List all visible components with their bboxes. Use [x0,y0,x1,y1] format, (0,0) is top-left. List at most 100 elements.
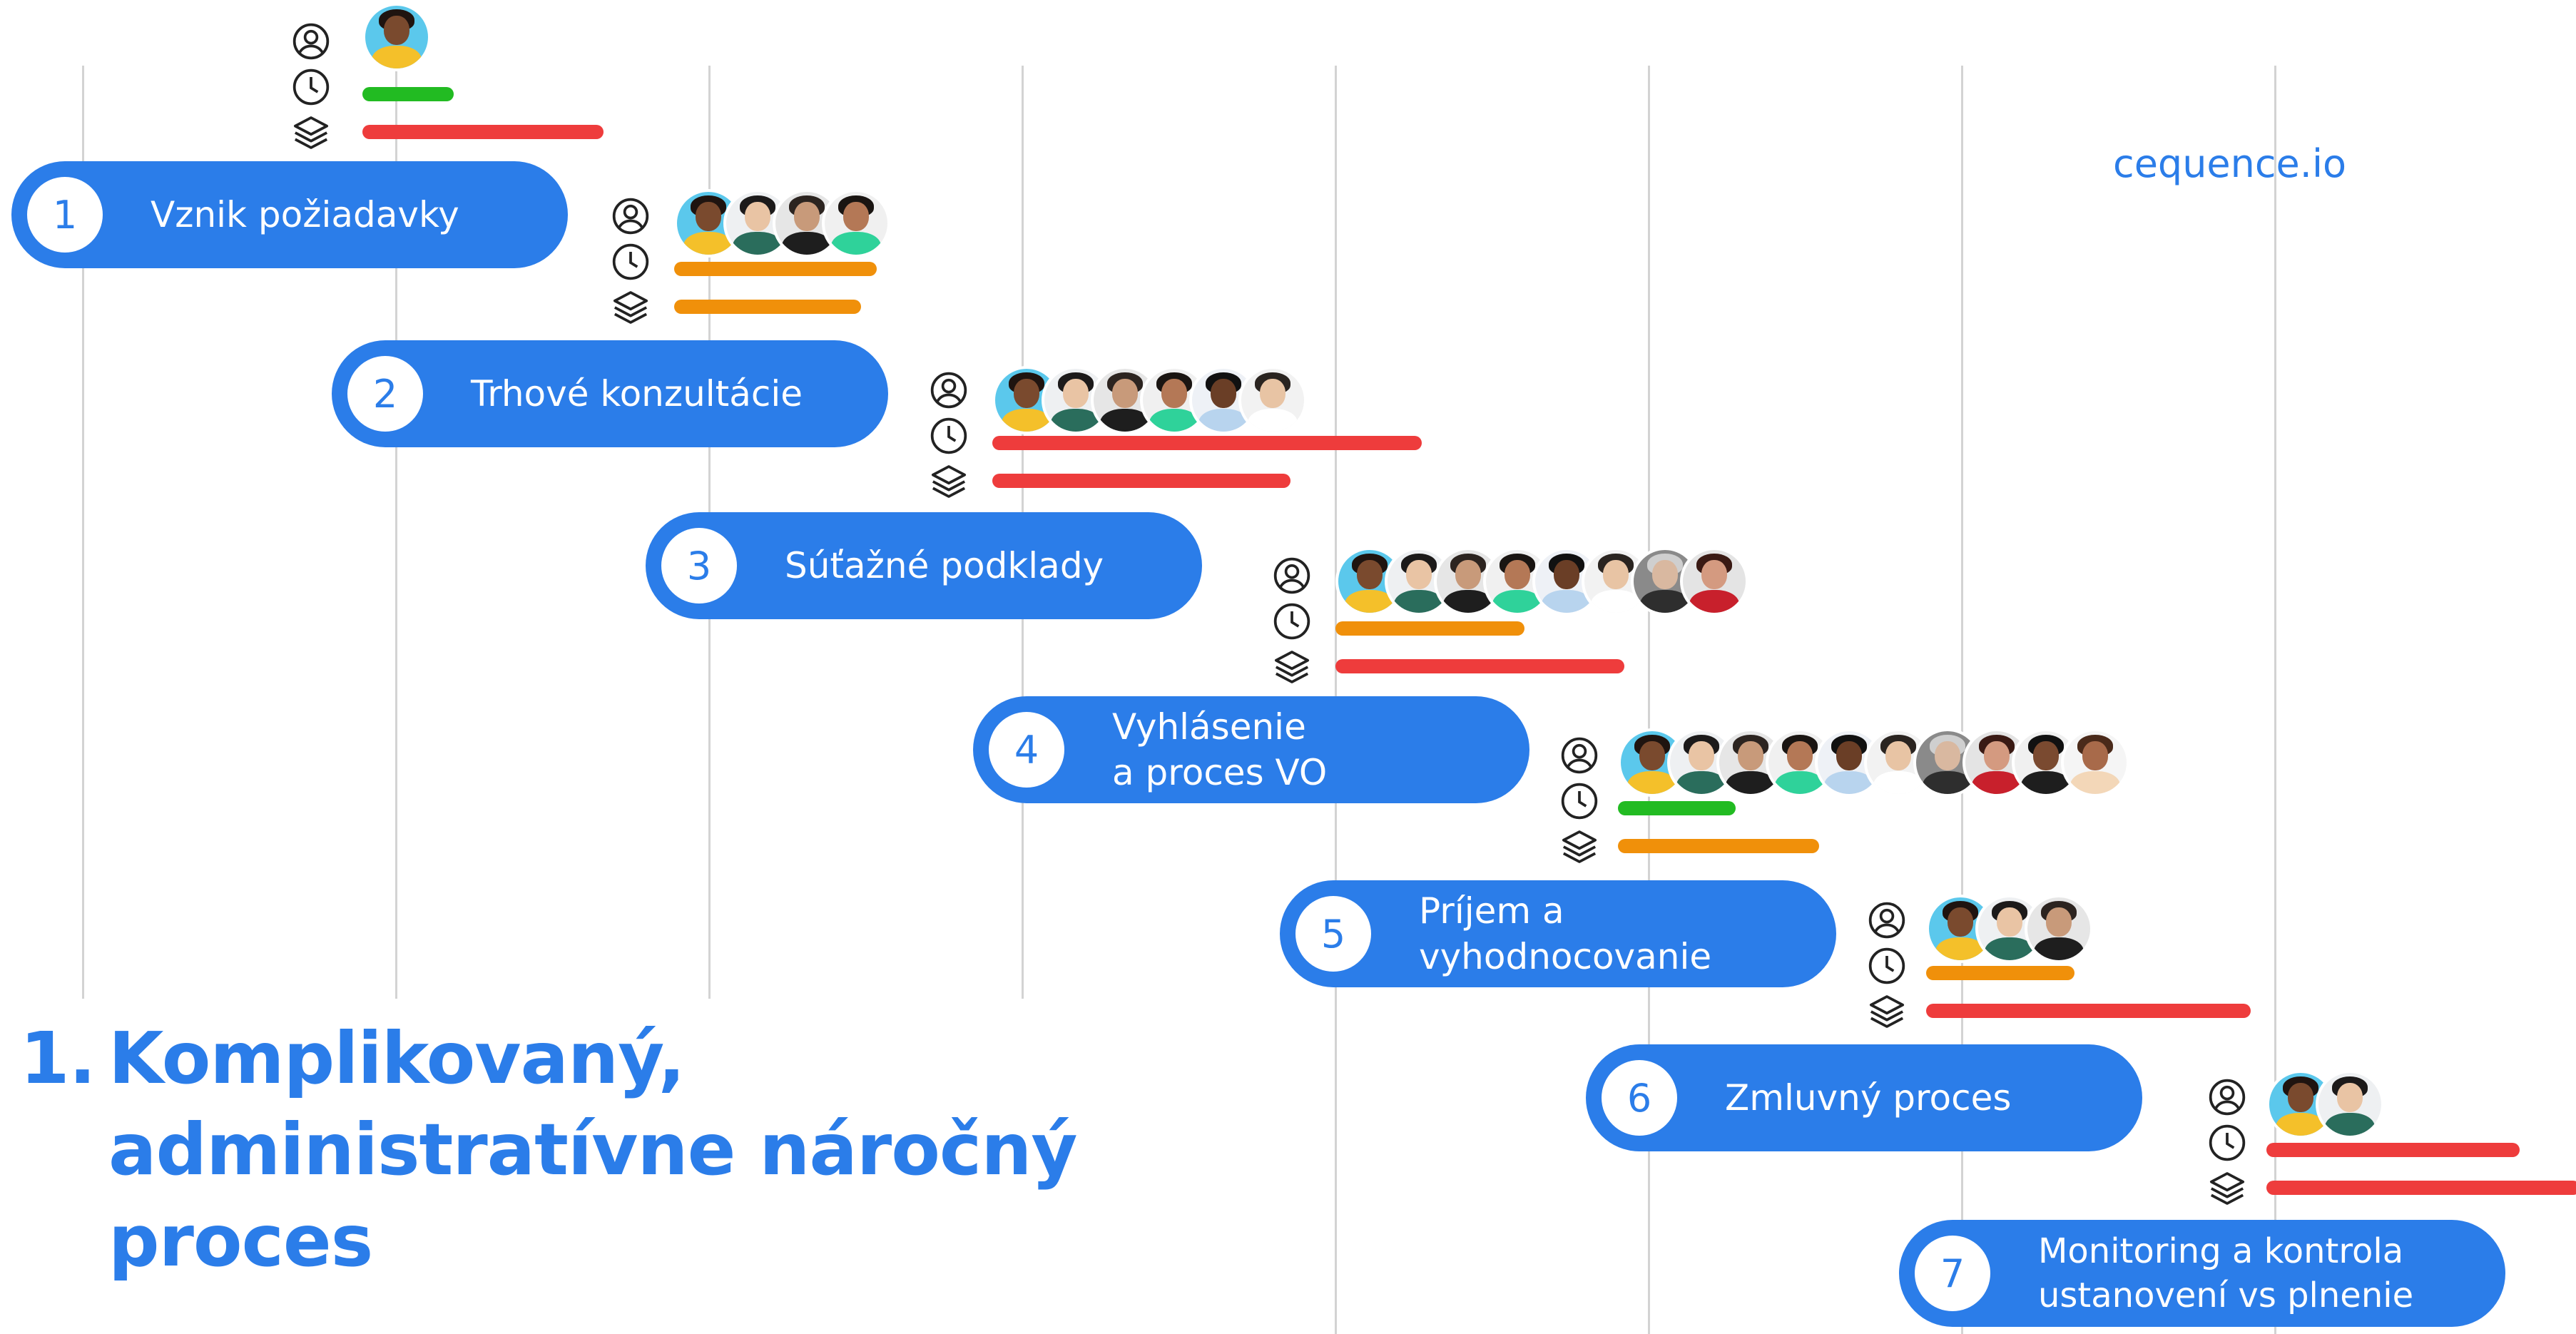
layers-icon-svg [613,291,648,324]
clock-icon-svg [292,68,330,106]
avatar-face [1260,379,1286,408]
avatar-face [1885,741,1911,770]
clock-icon [1559,781,1599,821]
gridline [1961,66,1963,1334]
avatar-shirt [1247,409,1298,432]
avatar-face [1935,741,1960,770]
avatar [2061,728,2129,797]
layers-icon [1272,647,1312,687]
avatar-face [2288,1083,2313,1112]
step-number-badge: 6 [1602,1060,1677,1136]
clock-icon-svg [930,417,967,454]
step-pill-2: 2 Trhové konzultácie [332,340,888,447]
effort-bar [1335,659,1624,673]
avatar-face [1063,379,1089,408]
avatar [2316,1070,2384,1139]
person-icon [1272,556,1312,596]
avatar-face [1603,560,1629,589]
step-label: Súťažné podklady [785,545,1104,586]
avatar-face [1984,741,2010,770]
step-label: Vyhlásenie a proces VO [1112,706,1328,793]
step-number-badge: 5 [1295,896,1371,972]
clock-icon-svg [1868,947,1905,984]
step-pill-1: 1 Vznik požiadavky [11,161,568,268]
avatar-shirt [2324,1113,2376,1136]
avatar-face [1787,741,1813,770]
clock-icon-svg [2209,1124,2246,1161]
avatar-face [1836,741,1862,770]
gridline [1648,66,1650,1334]
avatar-face [1738,741,1763,770]
title-number: 1. [20,1017,96,1100]
avatar-face [1211,379,1236,408]
clock-icon [929,416,969,456]
time-bar [362,87,454,101]
layers-icon-svg [1869,995,1905,1028]
avatar-face [1997,907,2022,937]
brand-logo-text[interactable]: cequence.io [2113,141,2346,186]
layers-icon-svg [2209,1172,2245,1205]
avatar-face [1948,907,1973,937]
gridline [2274,66,2276,1334]
avatar-face [794,202,820,231]
person-icon [2207,1077,2247,1117]
person-icon [929,370,969,410]
clock-icon [291,67,331,107]
avatar [362,3,431,71]
avatar-face [1701,560,1727,589]
avatar [1680,547,1748,616]
step-pill-4: 4 Vyhlásenie a proces VO [973,696,1529,803]
avatar-face [1406,560,1432,589]
avatar-face [1505,560,1530,589]
step-number-badge: 1 [27,177,103,253]
avatar-face [843,202,869,231]
avatar-face [2337,1083,2363,1112]
time-bar [1618,801,1736,815]
person-icon-svg [930,372,967,409]
avatar-face [696,202,721,231]
avatar-shirt [2033,937,2084,960]
step-number-badge: 7 [1915,1236,1990,1311]
avatar-face [2046,907,2072,937]
clock-icon [611,242,651,282]
avatar-shirt [1689,590,1740,613]
step-pill-5: 5 Príjem a vyhodnocovanie [1280,880,1836,987]
step-label: Zmluvný proces [1725,1077,2012,1119]
avatar [1238,366,1307,434]
avatar-face [1639,741,1665,770]
person-icon [1559,735,1599,775]
clock-icon [2207,1123,2247,1163]
effort-bar [674,300,861,314]
effort-bar [2266,1181,2576,1195]
avatar-face [2033,741,2059,770]
step-number-badge: 4 [989,712,1064,788]
step-number-badge: 3 [661,528,737,604]
avatar [992,366,1061,434]
person-icon [291,21,331,61]
time-bar [992,436,1422,450]
clock-icon-svg [612,243,649,280]
step-number-badge: 2 [347,356,423,432]
avatar-face [745,202,770,231]
step-label: Trhové konzultácie [471,373,803,414]
layers-icon [929,462,969,501]
layers-icon [291,113,331,153]
gridline [82,66,84,999]
avatar-shirt [830,232,882,255]
time-bar [674,262,877,276]
clock-icon [1272,601,1312,641]
person-icon-svg [292,23,330,60]
person-icon-svg [1868,902,1905,939]
effort-bar [1618,839,1819,853]
step-pill-6: 6 Zmluvný proces [1586,1044,2142,1151]
title-text: Komplikovaný, administratívne náročný pr… [108,1017,1078,1283]
clock-icon-svg [1561,783,1598,820]
layers-icon-svg [931,465,967,498]
avatar-face [1014,379,1039,408]
person-icon-svg [2209,1079,2246,1116]
time-bar [1335,621,1524,636]
effort-bar [992,474,1290,488]
effort-bar [1926,1004,2251,1018]
avatar-face [1652,560,1678,589]
avatar [822,189,890,258]
